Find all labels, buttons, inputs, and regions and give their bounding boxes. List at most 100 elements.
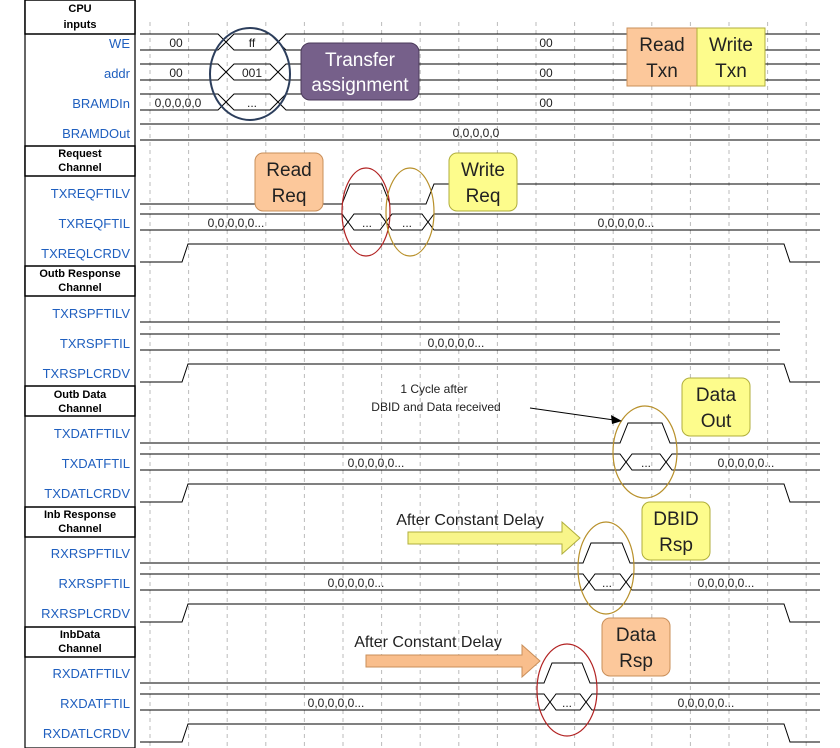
svg-text:...: ...	[402, 216, 412, 230]
section-header-inb-response: Inb Response Channel	[24, 506, 136, 538]
waveform-bramdin: 0,0,0,0,0 ... 00	[140, 93, 820, 111]
svg-text:Write: Write	[709, 35, 753, 56]
waveform-txdatftil: 0,0,0,0,0... ... 0,0,0,0,0...	[140, 453, 820, 471]
svg-text:CPU: CPU	[68, 3, 91, 15]
signal-label-txrspftilv: TXRSPFTILV	[52, 306, 130, 321]
signal-label-txrspftil: TXRSPFTIL	[60, 336, 130, 351]
signal-label-txreqlcrdv: TXREQLCRDV	[41, 246, 130, 261]
svg-text:00: 00	[169, 36, 183, 50]
data-out-box: Data Out	[681, 377, 751, 437]
signal-label-rxdatftilv: RXDATFTILV	[52, 666, 130, 681]
svg-text:...: ...	[247, 96, 257, 110]
section-header-inb-data: InbData Channel	[24, 626, 136, 658]
signal-label-bramdin: BRAMDIn	[72, 96, 130, 111]
waveform-rxdatlcrdv	[140, 723, 820, 743]
svg-text:Out: Out	[701, 411, 732, 432]
data-rsp-box: Data Rsp	[601, 617, 671, 677]
signal-label-we: WE	[109, 36, 130, 51]
svg-text:0,0,0,0,0...: 0,0,0,0,0...	[348, 456, 405, 470]
signal-label-txrsplcrdv: TXRSPLCRDV	[43, 366, 131, 381]
svg-text:0,0,0,0,0...: 0,0,0,0,0...	[698, 576, 755, 590]
waveform-txreqftil: 0,0,0,0,0... ... ... 0,0,0,0,0...	[140, 213, 820, 231]
svg-text:0,0,0,0,0...: 0,0,0,0,0...	[598, 216, 655, 230]
svg-text:0,0,0,0,0: 0,0,0,0,0	[453, 126, 500, 140]
section-header-outb-response: Outb Response Channel	[24, 265, 136, 297]
svg-text:DBID and Data received: DBID and Data received	[371, 400, 500, 414]
write-req-circle	[385, 167, 435, 257]
svg-text:00: 00	[539, 66, 553, 80]
svg-text:0,0,0,0,0...: 0,0,0,0,0...	[428, 336, 485, 350]
section-header-outb-data: Outb Data Channel	[24, 385, 136, 417]
svg-text:Write: Write	[461, 160, 505, 181]
svg-text:0,0,0,0,0...: 0,0,0,0,0...	[208, 216, 265, 230]
svg-text:Rsp: Rsp	[659, 535, 693, 556]
svg-text:Outb Response: Outb Response	[39, 268, 120, 280]
read-req-box: Read Req	[254, 152, 324, 212]
svg-text:DBID: DBID	[653, 509, 698, 530]
svg-text:0,0,0,0,0...: 0,0,0,0,0...	[308, 696, 365, 710]
waveform-rxrspftil: 0,0,0,0,0... ... 0,0,0,0,0...	[140, 573, 820, 591]
waveform-rxrsplcrdv	[140, 603, 820, 623]
cycle-note: 1 Cycle after DBID and Data received	[371, 382, 500, 414]
signal-label-bramdout: BRAMDOut	[62, 126, 130, 141]
signal-label-rxrsplcrdv: RXRSPLCRDV	[41, 606, 130, 621]
read-txn-box: Read Txn	[626, 27, 698, 87]
section-header-request: Request Channel	[24, 145, 136, 177]
svg-text:Rsp: Rsp	[619, 651, 653, 672]
svg-text:Txn: Txn	[715, 61, 747, 82]
delay-label-1: After Constant Delay	[396, 512, 544, 529]
write-req-box: Write Req	[448, 152, 518, 212]
svg-text:00: 00	[539, 36, 553, 50]
waveform-rxdatftilv	[140, 662, 820, 684]
svg-text:Read: Read	[639, 35, 684, 56]
svg-text:inputs: inputs	[64, 19, 97, 31]
signal-label-rxdatftil: RXDATFTIL	[60, 696, 130, 711]
svg-text:00: 00	[539, 96, 553, 110]
waveform-txreqlcrdv	[140, 243, 820, 263]
dbid-rsp-circle	[577, 521, 635, 615]
svg-text:Data: Data	[696, 385, 737, 406]
svg-text:...: ...	[562, 696, 572, 710]
svg-text:0,0,0,0,0: 0,0,0,0,0	[155, 96, 202, 110]
signal-label-txreqftil: TXREQFTIL	[58, 216, 130, 231]
delay-arrow-1	[407, 520, 581, 556]
transfer-circle	[209, 27, 291, 121]
svg-text:Channel: Channel	[58, 282, 101, 294]
waveform-rxrspftilv	[140, 542, 820, 564]
signal-label-rxrspftilv: RXRSPFTILV	[51, 546, 131, 561]
signal-label-rxdatlcrdv: RXDATLCRDV	[43, 726, 130, 741]
signal-label-addr: addr	[104, 66, 131, 81]
svg-text:InbData: InbData	[60, 629, 101, 641]
svg-text:Req: Req	[466, 186, 501, 207]
section-header-cpu: CPU inputs	[24, 0, 136, 35]
waveform-addr: 00 001 00	[140, 63, 820, 81]
svg-text:Transfer: Transfer	[325, 50, 396, 71]
read-req-circle	[341, 167, 391, 257]
svg-text:Request: Request	[58, 148, 102, 160]
svg-text:...: ...	[602, 576, 612, 590]
svg-text:Inb Response: Inb Response	[44, 509, 116, 521]
svg-text:001: 001	[242, 66, 262, 80]
svg-text:1 Cycle after: 1 Cycle after	[400, 382, 467, 396]
delay-arrow-2	[365, 643, 541, 679]
svg-text:Channel: Channel	[58, 523, 101, 535]
cycle-arrow	[529, 407, 622, 424]
svg-text:Channel: Channel	[58, 403, 101, 415]
waveform-txrsplcrdv	[140, 363, 820, 383]
transfer-assignment-box: Transfer assignment	[300, 42, 420, 101]
svg-text:Channel: Channel	[58, 643, 101, 655]
svg-text:Req: Req	[272, 186, 307, 207]
svg-text:ff: ff	[249, 36, 256, 50]
svg-text:...: ...	[641, 456, 651, 470]
delay-label-2: After Constant Delay	[354, 634, 502, 651]
svg-text:00: 00	[169, 66, 183, 80]
data-out-circle	[612, 405, 678, 499]
signal-label-txdatftilv: TXDATFTILV	[54, 426, 130, 441]
signal-label-txdatlcrdv: TXDATLCRDV	[44, 486, 130, 501]
waveform-bramdout: 0,0,0,0,0	[140, 123, 820, 141]
data-rsp-circle	[536, 643, 598, 737]
svg-text:0,0,0,0,0...: 0,0,0,0,0...	[718, 456, 775, 470]
svg-text:Outb Data: Outb Data	[54, 389, 107, 401]
svg-text:0,0,0,0,0...: 0,0,0,0,0...	[678, 696, 735, 710]
waveform-rxdatftil: 0,0,0,0,0... ... 0,0,0,0,0...	[140, 693, 820, 711]
